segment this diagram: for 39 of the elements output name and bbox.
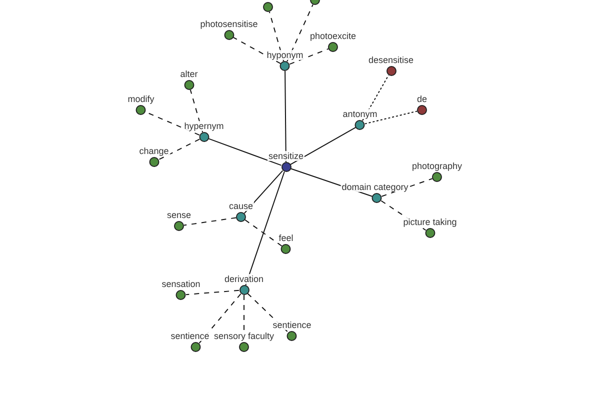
dashed-connector — [286, 4, 314, 62]
node-label: sensory faculty — [212, 331, 276, 341]
node-label: alter — [179, 69, 199, 79]
node-label: hypernym — [183, 121, 225, 131]
dashed-connector — [244, 219, 282, 247]
dashed-connector — [158, 138, 200, 160]
connector — [284, 70, 286, 162]
node-label: photoexcite — [308, 31, 358, 41]
node-label: photosensitise — [199, 19, 259, 29]
dashed-connector — [362, 74, 389, 122]
dashed-connector — [190, 89, 204, 133]
node-label: sentience — [272, 320, 312, 330]
dashed-connector — [198, 293, 242, 344]
dashed-connector — [185, 290, 240, 296]
node-label: domain category — [340, 182, 410, 192]
dashed-connector — [364, 110, 418, 124]
node-label: hyponym — [266, 50, 304, 60]
node-label: modify — [126, 94, 156, 104]
node-label: cause — [228, 201, 254, 211]
dashed-connector — [247, 292, 289, 334]
dashed-connector — [268, 11, 284, 62]
connector — [208, 138, 282, 166]
dashed-connector — [183, 217, 237, 226]
dashed-connector — [232, 36, 282, 64]
connector — [290, 126, 356, 166]
node-label: derivation — [223, 274, 265, 284]
node-label: feel — [278, 233, 294, 243]
dashed-connector — [289, 48, 329, 65]
node-label: sensitize — [268, 151, 304, 161]
node-label: sense — [166, 210, 192, 220]
node-label: antonym — [342, 109, 378, 119]
node-label: de — [416, 94, 428, 104]
node-label: photography — [410, 161, 464, 171]
node-label: sensation — [160, 279, 202, 289]
connector — [245, 171, 285, 286]
node-label: picture taking — [402, 217, 458, 227]
node-label: sentience — [170, 331, 210, 341]
node-label: change — [138, 146, 170, 156]
node-label: desensitise — [367, 55, 415, 65]
